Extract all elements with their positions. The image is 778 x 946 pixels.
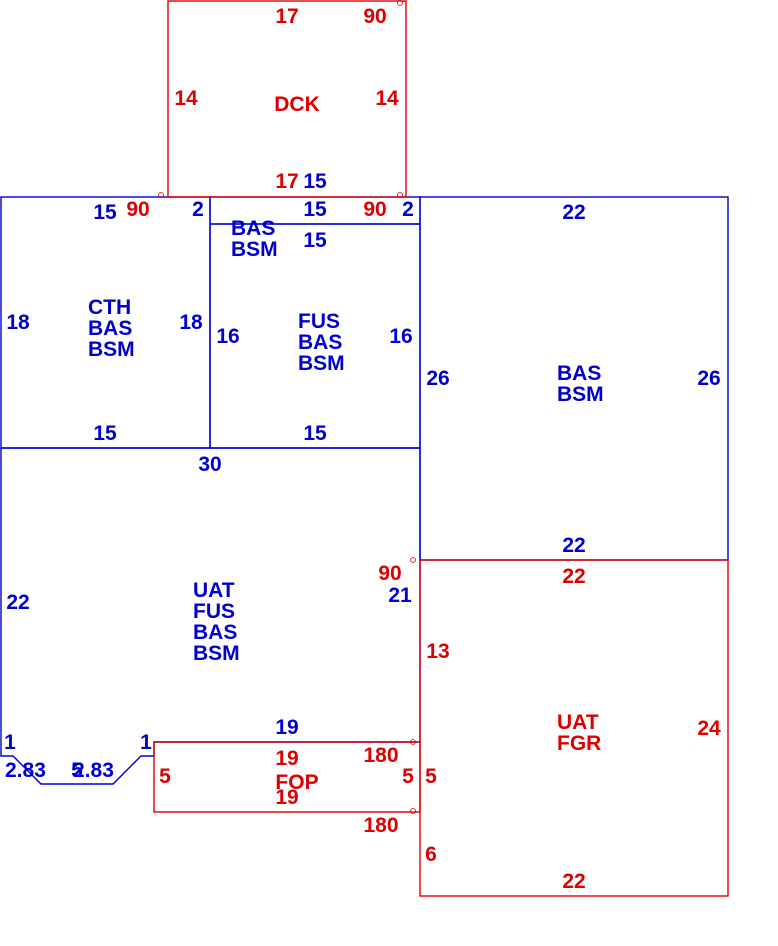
dim-label: 2.83 [5,759,46,782]
dim-label: 24 [697,717,721,740]
dim-label: 26 [697,367,720,390]
dim-label: 1 [4,731,16,754]
dim-label: 5 [159,765,171,788]
vertex-marker [410,557,416,563]
uat-main-labels: 30 22 21 UAT FUS BAS BSM 19 1 1 2.83 5 2… [4,453,412,782]
area-code: UAT [193,579,235,602]
dim-label: 19 [275,747,298,770]
dim-label: 15 [303,198,327,221]
dim-label: 16 [389,325,412,348]
area-code: BAS [193,621,237,644]
deck-outline [167,0,407,198]
dim-label: 15 [303,170,327,193]
dim-label: 21 [388,584,412,607]
dim-label: 5 [71,759,83,782]
dim-label: 22 [6,591,29,614]
dim-label: 15 [93,422,117,445]
area-code: BSM [231,238,278,261]
vertex-marker [158,192,164,198]
area-code: UAT [557,711,599,734]
area-code: BAS [298,331,342,354]
dim-label: 22 [562,534,585,557]
area-code: BSM [193,642,240,665]
angle-label: 90 [126,198,149,221]
dim-label: 16 [216,325,239,348]
dim-label: 5 [402,765,414,788]
deck-labels: 17 90 14 14 DCK 17 [174,5,399,193]
angle-label: 90 [363,5,386,28]
area-code: BSM [298,352,345,375]
dim-label: 2 [192,198,204,221]
dim-label: 14 [375,87,399,110]
garage-labels: 22 90 13 UAT FGR 24 5 6 22 [378,562,721,893]
vertex-marker [397,192,403,198]
area-code: BAS [231,217,275,240]
area-code: DCK [274,93,320,116]
dim-label: 18 [179,311,203,334]
vertex-marker [397,0,403,6]
dim-label: 17 [275,5,298,28]
dim-label: 15 [303,229,327,252]
area-code: BSM [88,338,135,361]
area-code: FUS [298,310,340,333]
dim-label: 19 [275,786,298,809]
dim-label: 15 [93,201,117,224]
area-code: FOP [275,771,318,794]
fus-labels: FUS BAS BSM 16 16 15 [216,310,412,445]
angle-label: 90 [378,562,401,585]
vertex-marker [410,739,416,745]
dim-label: 22 [562,201,585,224]
angle-label: 90 [363,198,386,221]
dim-label: 18 [6,311,30,334]
dim-label: 22 [562,565,585,588]
angle-label: 180 [363,814,398,837]
dim-label: 1 [140,731,152,754]
secondary-outlines [153,0,729,897]
dim-label: 22 [562,870,585,893]
area-code: FGR [557,732,601,755]
dim-label: 13 [426,640,449,663]
dim-label: 19 [275,716,298,739]
area-code: BAS [557,362,601,385]
garage-outline [419,559,729,897]
dim-label: 2 [402,198,414,221]
angle-label: 180 [363,744,398,767]
dim-label: 2.83 [73,759,114,782]
bas-right-labels: 22 26 26 BAS BSM 22 [426,201,720,557]
area-code: BAS [88,317,132,340]
bas-strip-labels: 15 15 90 2 BAS BSM 15 [231,170,414,261]
vertex-markers [158,0,416,814]
cth-labels: 15 90 2 18 18 CTH BAS BSM 15 [6,198,204,445]
dim-label: 5 [425,765,437,788]
porch-labels: 19 180 5 5 FOP 19 180 [159,744,414,837]
dim-label: 26 [426,367,449,390]
vertex-marker [410,808,416,814]
dim-label: 14 [174,87,198,110]
area-code: CTH [88,296,131,319]
area-code: FUS [193,600,235,623]
area-code: BSM [557,383,604,406]
dim-label: 15 [303,422,327,445]
dim-label: 17 [275,170,298,193]
dim-label: 30 [198,453,221,476]
dim-label: 6 [425,843,437,866]
main-structure-outlines [0,196,729,785]
